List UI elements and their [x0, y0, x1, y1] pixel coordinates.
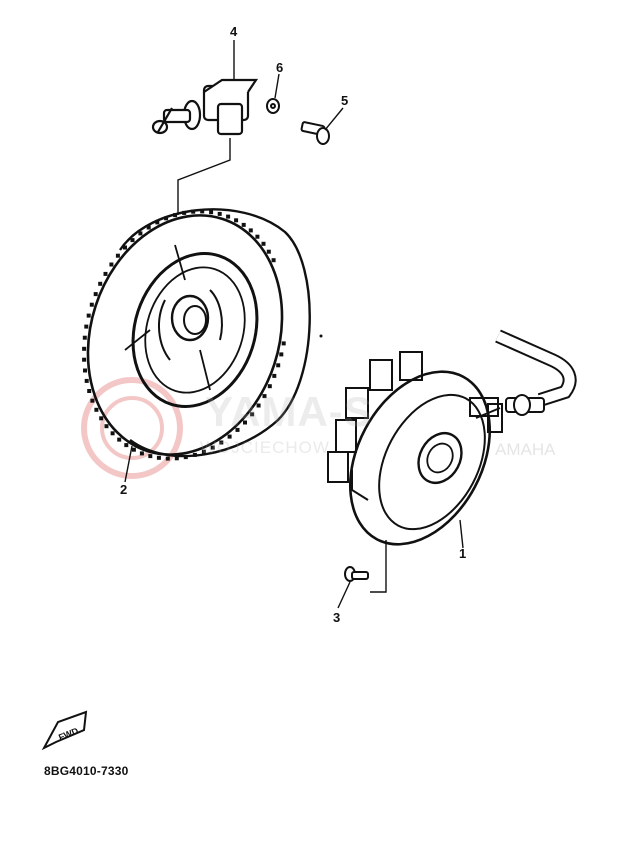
gear-tooth [89, 302, 94, 307]
gear-tooth [209, 210, 214, 215]
gear-tooth [84, 378, 89, 383]
gear-tooth [267, 384, 272, 389]
gear-tooth [131, 447, 136, 452]
diagram-dot [319, 334, 323, 338]
gear-tooth [261, 241, 266, 246]
gear-tooth [103, 271, 108, 276]
gear-tooth [109, 262, 114, 267]
gear-tooth [281, 341, 286, 346]
gear-tooth [165, 456, 170, 461]
gear-tooth [266, 249, 271, 254]
fwd-arrow-icon: FWD [41, 710, 88, 751]
watermark-subtext-right: AMAHA [495, 440, 556, 459]
part-2-rotor [86, 208, 311, 458]
callout-3: 3 [333, 610, 341, 625]
gear-tooth [235, 427, 240, 432]
part-1-stator [327, 351, 503, 546]
rotor-ring-gear-teeth [82, 209, 286, 461]
gear-tooth [262, 394, 267, 399]
gear-tooth [256, 403, 261, 408]
callout-2: 2 [120, 482, 128, 497]
watermark-logo [81, 377, 183, 479]
gear-tooth [248, 228, 253, 233]
gear-tooth [192, 452, 197, 457]
gear-tooth [183, 455, 188, 460]
gear-tooth [148, 454, 153, 459]
gear-tooth [243, 420, 247, 425]
gear-tooth [226, 214, 231, 219]
gear-tooth [99, 416, 104, 421]
gear-tooth [201, 449, 206, 454]
gear-tooth [164, 216, 169, 221]
stator-wire-lead [475, 329, 577, 419]
gear-tooth [272, 373, 277, 378]
leader-lines [124, 40, 464, 609]
callout-4: 4 [230, 24, 238, 39]
gear-tooth [191, 209, 196, 214]
gear-tooth [124, 443, 129, 448]
gear-tooth [83, 368, 87, 373]
gear-tooth [250, 412, 255, 417]
part-4-sensor [151, 78, 259, 136]
gear-tooth [146, 225, 151, 230]
gear-tooth [87, 389, 92, 393]
callout-1: 1 [459, 546, 467, 561]
gear-tooth [271, 258, 276, 263]
gear-tooth [174, 456, 179, 461]
part-5-screw [300, 121, 330, 145]
gear-tooth [82, 335, 87, 340]
callout-5: 5 [341, 93, 349, 108]
diagram-part-code: 8BG4010-7330 [44, 764, 129, 778]
gear-tooth [210, 445, 215, 450]
gear-tooth [276, 363, 281, 368]
gear-tooth [138, 231, 143, 236]
gear-tooth [117, 437, 122, 442]
part-3-screw [344, 566, 369, 582]
gear-tooth [110, 431, 115, 436]
gear-tooth [130, 238, 135, 243]
part-6-washer [266, 98, 280, 114]
watermark-text: YAMA-S [205, 388, 373, 435]
gear-tooth [82, 346, 87, 351]
gear-tooth [104, 424, 109, 429]
gear-tooth [219, 440, 224, 445]
gear-tooth [173, 213, 178, 218]
gear-tooth [98, 281, 103, 286]
gear-tooth [234, 218, 239, 223]
gear-tooth [255, 234, 260, 239]
gear-tooth [182, 210, 187, 215]
gear-tooth [139, 451, 144, 456]
gear-tooth [279, 352, 284, 357]
gear-tooth [93, 292, 98, 297]
gear-tooth [200, 209, 205, 214]
gear-tooth [90, 398, 95, 403]
gear-tooth [155, 220, 160, 225]
gear-tooth [217, 211, 222, 216]
gear-tooth [84, 324, 89, 329]
gear-tooth [227, 434, 232, 439]
watermark-subtext: WOJCIECHOW [200, 438, 330, 457]
gear-tooth [94, 407, 99, 412]
callout-6: 6 [276, 60, 284, 75]
gear-tooth [123, 245, 127, 250]
gear-tooth [86, 313, 91, 318]
gear-tooth [82, 357, 87, 362]
gear-tooth [115, 253, 120, 258]
gear-tooth [241, 222, 246, 227]
gear-tooth [156, 455, 161, 460]
